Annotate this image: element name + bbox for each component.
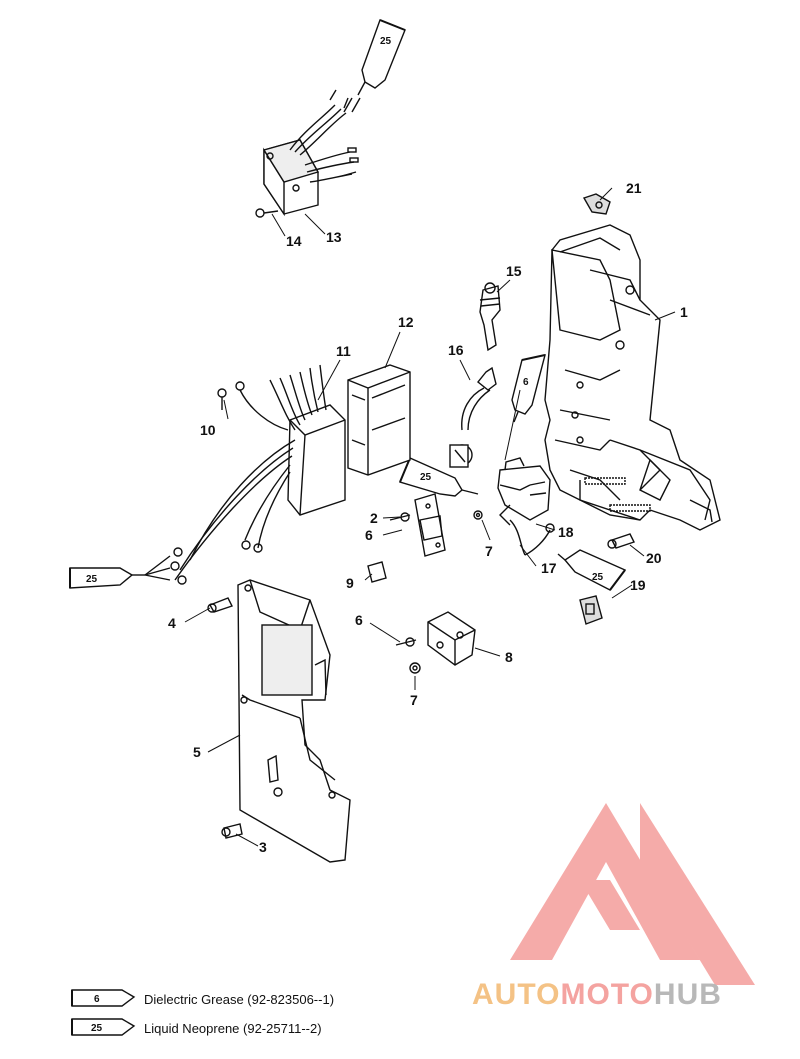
watermark-part-hub: HUB: [653, 978, 722, 1011]
part-21-cap: [582, 193, 611, 215]
callout-19: 19: [630, 577, 646, 593]
part-5-cover: [237, 579, 351, 863]
part-15-connector: [479, 282, 501, 352]
callout-9: 9: [346, 575, 354, 591]
callout-13: 13: [326, 229, 342, 245]
part-2-bracket: [414, 493, 446, 557]
part-18-coil: [497, 457, 551, 526]
callout-7a: 7: [485, 543, 493, 559]
part-11-switchbox: [170, 364, 346, 585]
tube-label-left: 25: [86, 574, 98, 585]
part-16-lead: [449, 366, 497, 468]
tube-label-top: 25: [380, 36, 392, 47]
callout-17: 17: [541, 560, 557, 576]
part-12-sleeve: [347, 364, 411, 476]
legend-row-neoprene: Liquid Neoprene (92-25711--2): [70, 1017, 322, 1039]
tube-label-grease: 6: [523, 377, 529, 388]
watermark-part-moto: MOTO: [560, 978, 654, 1011]
watermark-text: AUTOMOTOHUB: [472, 978, 722, 1012]
callout-10: 10: [200, 422, 216, 438]
callout-1: 1: [680, 304, 688, 320]
part-7-nut-lower: [409, 662, 421, 674]
legend-row-grease: Dielectric Grease (92-823506--1): [70, 988, 334, 1010]
legend-tube-neoprene: [71, 1018, 136, 1036]
part-1-bracket: [544, 224, 721, 531]
part-17-ground-wire: [509, 519, 555, 556]
tube-label-right: 25: [592, 572, 604, 583]
part-8-sensor: [427, 611, 476, 666]
grease-tube-middle: [511, 354, 546, 423]
part-10-screw: [217, 388, 227, 410]
callout-2: 2: [370, 510, 378, 526]
leader-lines: [184, 187, 676, 847]
neoprene-tube-top: [343, 19, 406, 113]
callout-5: 5: [193, 744, 201, 760]
legend-text-grease: Dielectric Grease (92-823506--1): [144, 991, 335, 1007]
callout-16: 16: [448, 342, 464, 358]
part-7-nut-top: [473, 510, 483, 520]
part-20-screw: [607, 533, 635, 549]
tube-label-center: 25: [420, 472, 432, 483]
watermark-logo: [510, 803, 755, 985]
part-4-screw: [207, 597, 233, 613]
part-13-rectifier: [262, 89, 359, 217]
callout-21: 21: [626, 180, 642, 196]
neoprene-tube-right: [557, 549, 627, 591]
callout-4: 4: [168, 615, 176, 631]
callout-8: 8: [505, 649, 513, 665]
watermark-part-auto: AUTO: [472, 978, 561, 1011]
callout-6a: 6: [365, 527, 373, 543]
callout-12: 12: [398, 314, 414, 330]
callout-18: 18: [558, 524, 574, 540]
legend-tube-grease: [71, 989, 136, 1007]
callout-3: 3: [259, 839, 267, 855]
neoprene-tube-left: [69, 555, 171, 589]
part-9-clip: [367, 561, 387, 583]
legend-tube-label-neoprene: 25: [91, 1023, 103, 1034]
callout-6b: 6: [355, 612, 363, 628]
part-14-screw: [255, 208, 279, 218]
callout-20: 20: [646, 550, 662, 566]
part-19-clip: [579, 595, 603, 625]
legend-text-neoprene: Liquid Neoprene (92-25711--2): [144, 1020, 322, 1036]
callout-14: 14: [286, 233, 302, 249]
legend-tube-label-grease: 6: [94, 994, 100, 1005]
callout-11: 11: [336, 343, 351, 359]
neoprene-tube-center: [399, 457, 479, 497]
callout-7b: 7: [410, 692, 418, 708]
part-6-screw-lower: [395, 637, 417, 647]
callout-15: 15: [506, 263, 522, 279]
